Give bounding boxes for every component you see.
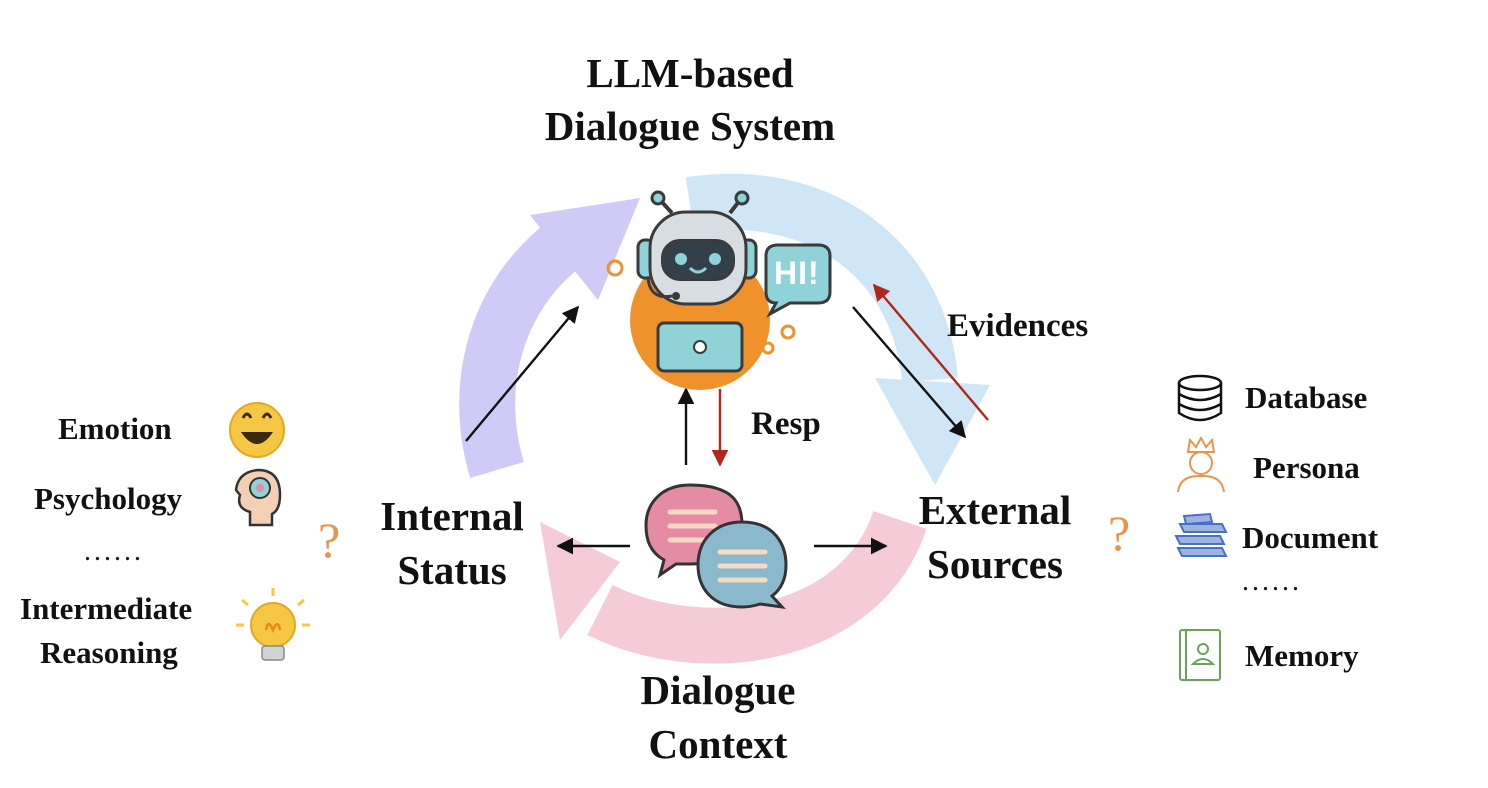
cycle-arrowhead-blue — [875, 378, 990, 485]
robot-icon — [606, 190, 796, 390]
books-icon — [1174, 512, 1228, 557]
arrow-system-to-external — [852, 306, 967, 439]
flow-arrows — [465, 283, 989, 555]
smiley-icon — [229, 402, 285, 458]
hi-speech-bubble — [764, 243, 832, 318]
cycle-arc-purple — [459, 217, 587, 479]
lightbulb-icon — [236, 588, 310, 661]
hi-bubble-text: HI! — [774, 255, 820, 291]
head-brain-icon — [234, 468, 282, 527]
resp-label: Resp — [751, 406, 821, 442]
dialogue-context-line-2: Context — [648, 721, 788, 767]
internal-item-emotion: Emotion — [58, 411, 172, 446]
internal-status-line-1: Internal — [380, 493, 524, 539]
title-line-1: LLM-based — [586, 50, 794, 96]
cycle-arrowhead-purple — [530, 198, 640, 300]
memory-book-icon — [1179, 629, 1221, 681]
dialogue-context-line-1: Dialogue — [640, 667, 796, 713]
external-sources-line-2: Sources — [927, 541, 1063, 587]
internal-question-mark: ? — [318, 512, 341, 568]
external-question-mark: ? — [1108, 505, 1131, 561]
internal-item-reasoning: Reasoning — [40, 635, 178, 670]
chat-bubbles-icon — [644, 483, 788, 610]
internal-item-ellipsis: ...... — [84, 536, 144, 567]
external-item-document: Document — [1242, 520, 1379, 555]
arrow-internal-to-system — [465, 305, 580, 442]
internal-item-psychology: Psychology — [34, 481, 183, 516]
persona-icon — [1177, 435, 1225, 493]
cycle-arc-pink — [587, 509, 927, 664]
external-item-database: Database — [1245, 380, 1368, 415]
arrow-evidences — [872, 283, 989, 421]
database-icon — [1177, 374, 1223, 422]
internal-item-intermediate: Intermediate — [20, 591, 193, 626]
evidences-label: Evidences — [947, 308, 1089, 344]
external-item-memory: Memory — [1245, 638, 1359, 673]
internal-status-line-2: Status — [397, 547, 507, 593]
title-line-2: Dialogue System — [544, 103, 836, 149]
external-item-persona: Persona — [1253, 450, 1360, 485]
external-item-ellipsis: ...... — [1242, 566, 1302, 597]
external-sources-line-1: External — [918, 487, 1072, 533]
